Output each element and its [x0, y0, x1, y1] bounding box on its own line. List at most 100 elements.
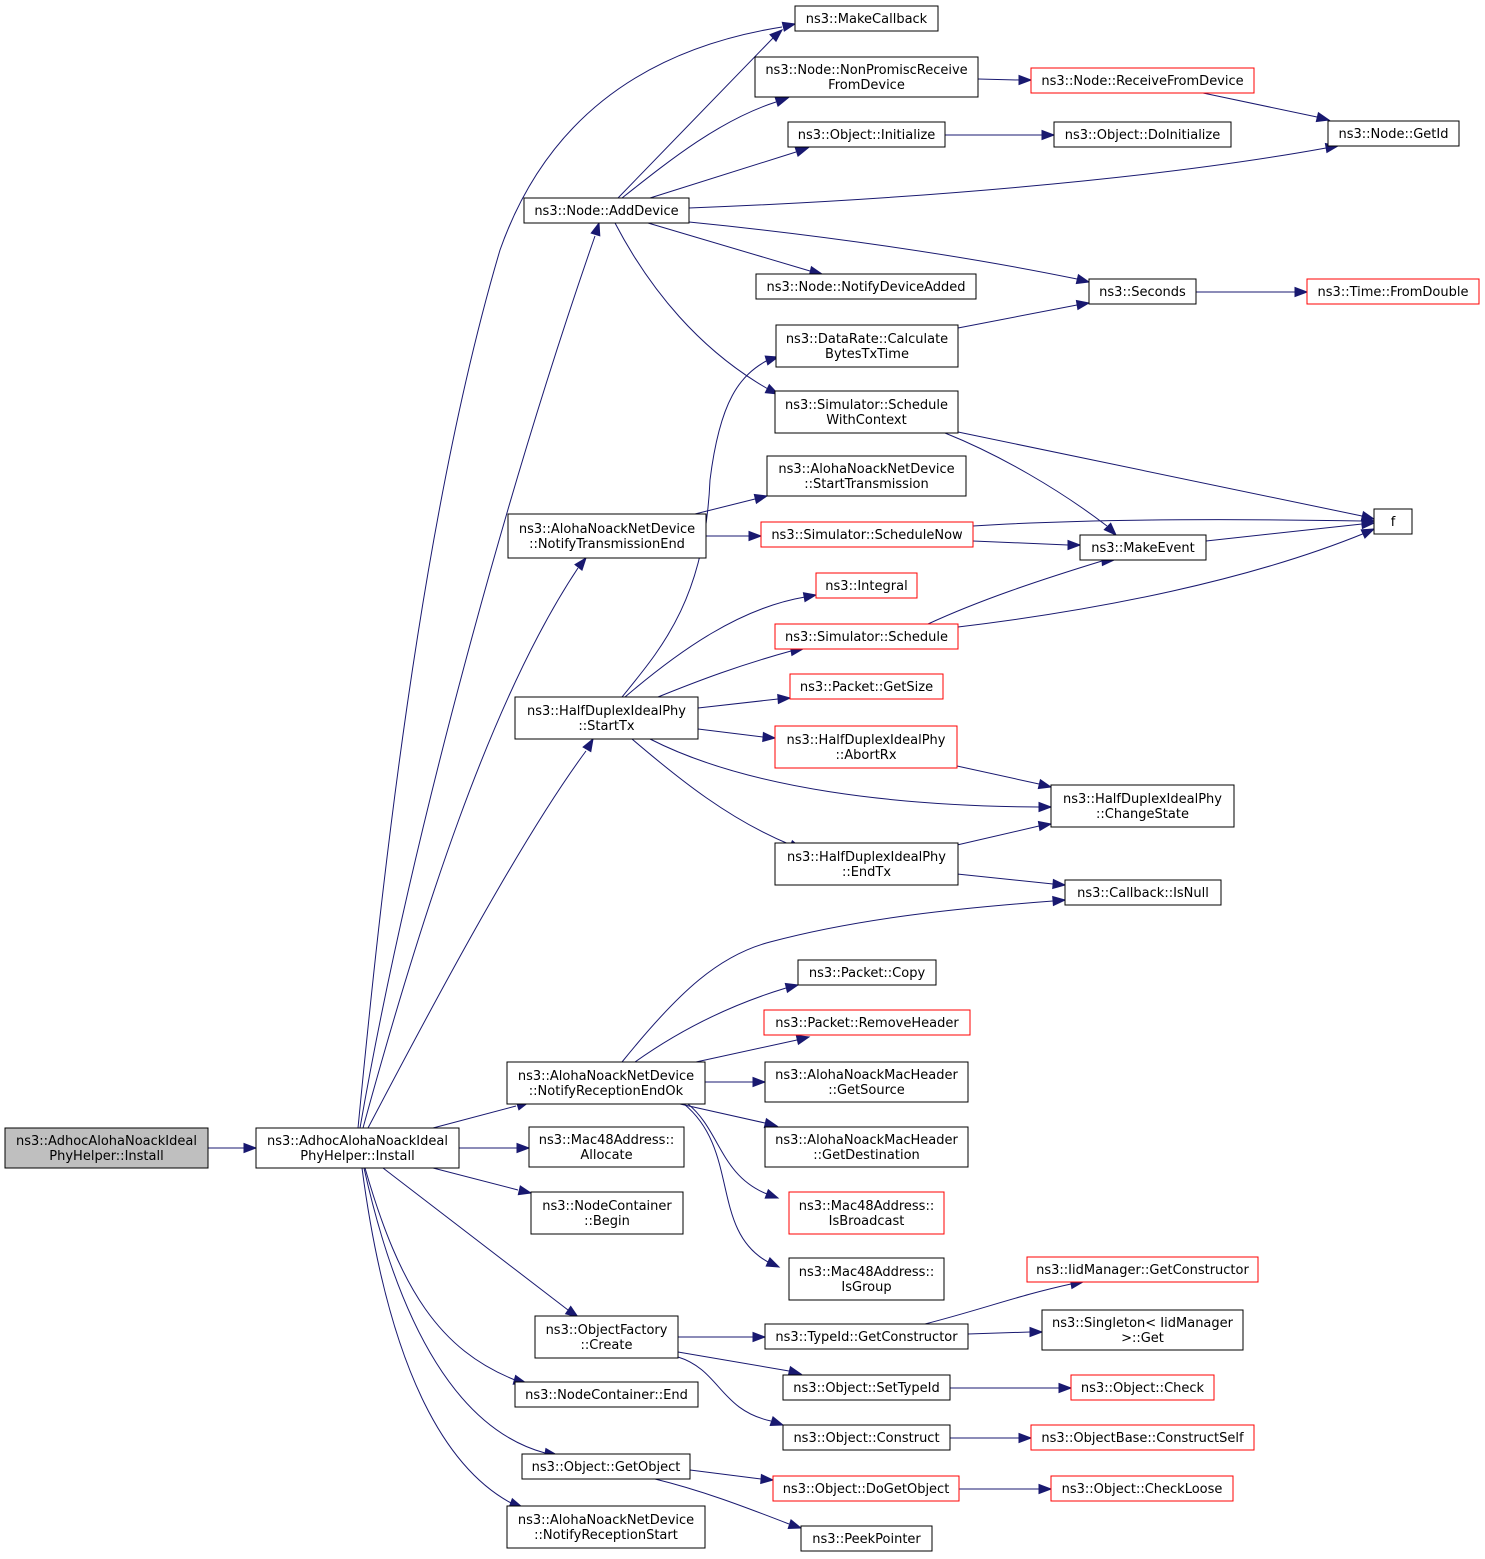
node-label-line: ns3::AlohaNoackNetDevice [518, 1069, 694, 1084]
node-objInitialize[interactable]: ns3::Object::Initialize [787, 121, 946, 148]
node-addDevice[interactable]: ns3::Node::AddDevice [523, 197, 690, 224]
edge-addDevice-to-seconds [688, 221, 1091, 285]
node-iidGetConstructor[interactable]: ns3::IidManager::GetConstructor [1026, 1256, 1259, 1283]
node-scheduleNow[interactable]: ns3::Simulator::ScheduleNow [760, 521, 974, 548]
node-removeHeader[interactable]: ns3::Packet::RemoveHeader [763, 1009, 971, 1036]
node-label-line: ns3::DataRate::Calculate [786, 332, 948, 347]
edge-arrowhead [1075, 273, 1091, 285]
node-seconds[interactable]: ns3::Seconds [1088, 278, 1197, 305]
node-getObject[interactable]: ns3::Object::GetObject [521, 1453, 691, 1480]
node-label-line: ns3::AdhocAlohaNoackIdeal [267, 1134, 448, 1149]
node-label-line: ns3::Seconds [1099, 285, 1186, 300]
edge-addDevice-to-scheduleWithContext [614, 222, 780, 395]
node-endTx[interactable]: ns3::HalfDuplexIdealPhy::EndTx [774, 842, 959, 886]
node-box [521, 1453, 691, 1480]
edge-line [614, 222, 769, 390]
node-getDestination[interactable]: ns3::AlohaNoackMacHeader::GetDestination [764, 1126, 969, 1168]
node-doGetObject[interactable]: ns3::Object::DoGetObject [772, 1475, 960, 1502]
node-startTx[interactable]: ns3::HalfDuplexIdealPhy::StartTx [514, 696, 699, 740]
node-checkLoose[interactable]: ns3::Object::CheckLoose [1050, 1475, 1234, 1502]
node-notifyRxEndOk[interactable]: ns3::AlohaNoackNetDevice::NotifyReceptio… [506, 1061, 706, 1105]
node-install[interactable]: ns3::AdhocAlohaNoackIdealPhyHelper::Inst… [255, 1127, 460, 1169]
edge-line [683, 1103, 769, 1263]
node-box [514, 1381, 699, 1408]
node-box [523, 197, 690, 224]
node-label-line: ns3::AlohaNoackNetDevice [518, 1513, 694, 1528]
edge-scheduleWithContext-to-f [957, 431, 1376, 522]
edge-startTx-to-abortRx [697, 728, 777, 743]
edge-getObject-to-doGetObject [689, 1469, 775, 1485]
node-abortRx[interactable]: ns3::HalfDuplexIdealPhy::AbortRx [774, 725, 958, 769]
node-isNull[interactable]: ns3::Callback::IsNull [1064, 879, 1222, 906]
node-packetCopy[interactable]: ns3::Packet::Copy [797, 959, 937, 986]
node-startTransmission[interactable]: ns3::AlohaNoackNetDevice::StartTransmiss… [766, 455, 967, 497]
node-label-line: ns3::AlohaNoackMacHeader [775, 1068, 958, 1083]
node-label-line: PhyHelper::Install [300, 1149, 414, 1164]
node-label-line: >::Get [1121, 1331, 1164, 1346]
node-notifyTxEnd[interactable]: ns3::AlohaNoackNetDevice::NotifyTransmis… [507, 513, 707, 559]
node-box [782, 1424, 951, 1451]
edge-install-to-notifyRxStart [361, 1167, 524, 1508]
node-label-line: ns3::Object::Construct [793, 1431, 939, 1446]
node-box [788, 1257, 945, 1301]
node-packetGetSize[interactable]: ns3::Packet::GetSize [789, 673, 944, 700]
node-receiveFromDevice[interactable]: ns3::Node::ReceiveFromDevice [1030, 67, 1255, 94]
node-f[interactable]: f [1373, 508, 1413, 535]
node-notifyDeviceAdded[interactable]: ns3::Node::NotifyDeviceAdded [755, 273, 977, 300]
edge-arrowhead [763, 1117, 779, 1129]
edge-line [956, 825, 1040, 846]
node-integral[interactable]: ns3::Integral [815, 572, 918, 599]
edge-line [432, 1105, 517, 1129]
node-box [1053, 121, 1232, 148]
node-objConstruct[interactable]: ns3::Object::Construct [782, 1424, 951, 1451]
edge-addDevice-to-nodeGetId [688, 142, 1340, 209]
edge-arrowhead [760, 1473, 775, 1485]
edge-line [677, 1351, 790, 1372]
node-makeCallback[interactable]: ns3::MakeCallback [794, 5, 939, 32]
node-schedule[interactable]: ns3::Simulator::Schedule [774, 623, 959, 650]
node-box [506, 1505, 706, 1549]
node-ncBegin[interactable]: ns3::NodeContainer::Begin [530, 1191, 684, 1235]
node-label-line: ns3::Object::GetObject [532, 1460, 681, 1475]
node-objDoInitialize[interactable]: ns3::Object::DoInitialize [1053, 121, 1232, 148]
node-label-line: ::GetDestination [813, 1148, 920, 1163]
edge-addDevice-to-makeCallback [617, 29, 784, 199]
node-objCheck[interactable]: ns3::Object::Check [1070, 1374, 1215, 1401]
edge-line [972, 519, 1363, 527]
node-peekPointer[interactable]: ns3::PeekPointer [800, 1525, 933, 1552]
edge-startTx-to-changeState [649, 738, 1053, 813]
node-isGroup[interactable]: ns3::Mac48Address::IsGroup [788, 1257, 945, 1301]
node-typeIdGetConstructor[interactable]: ns3::TypeId::GetConstructor [764, 1323, 969, 1350]
node-ofCreate[interactable]: ns3::ObjectFactory::Create [534, 1315, 679, 1359]
node-box [797, 959, 937, 986]
node-fromDouble[interactable]: ns3::Time::FromDouble [1306, 278, 1480, 305]
edge-arrowhead [1018, 1432, 1033, 1444]
node-getSource[interactable]: ns3::AlohaNoackMacHeader::GetSource [764, 1061, 969, 1103]
node-macAllocate[interactable]: ns3::Mac48Address::Allocate [528, 1126, 685, 1168]
node-constructSelf[interactable]: ns3::ObjectBase::ConstructSelf [1030, 1424, 1255, 1451]
edge-line [624, 596, 806, 698]
node-ncEnd[interactable]: ns3::NodeContainer::End [514, 1381, 699, 1408]
node-isBroadcast[interactable]: ns3::Mac48Address::IsBroadcast [788, 1191, 945, 1235]
edge-startTx-to-calcBytes [621, 355, 780, 698]
edge-arrowhead [1037, 820, 1053, 832]
edge-line [972, 540, 1069, 546]
node-label-line: ns3::AlohaNoackNetDevice [519, 522, 695, 537]
node-notifyRxStart[interactable]: ns3::AlohaNoackNetDevice::NotifyReceptio… [506, 1505, 706, 1549]
edge-line [1202, 92, 1318, 118]
edge-startTx-to-integral [624, 592, 818, 698]
edge-arrowhead [1018, 74, 1033, 86]
edge-line [363, 1167, 546, 1454]
node-label-line: Allocate [580, 1148, 632, 1163]
node-nodeGetId[interactable]: ns3::Node::GetId [1327, 120, 1460, 147]
node-makeEvent[interactable]: ns3::MakeEvent [1079, 534, 1207, 561]
node-root: ns3::AdhocAlohaNoackIdealPhyHelper::Inst… [4, 1127, 209, 1169]
edge-line [649, 738, 1040, 808]
node-singletonGet[interactable]: ns3::Singleton< IidManager >::Get [1041, 1309, 1244, 1351]
node-label-line: ns3::TypeId::GetConstructor [775, 1330, 958, 1345]
node-setTypeId[interactable]: ns3::Object::SetTypeId [782, 1374, 951, 1401]
node-changeState[interactable]: ns3::HalfDuplexIdealPhy::ChangeState [1050, 784, 1235, 828]
